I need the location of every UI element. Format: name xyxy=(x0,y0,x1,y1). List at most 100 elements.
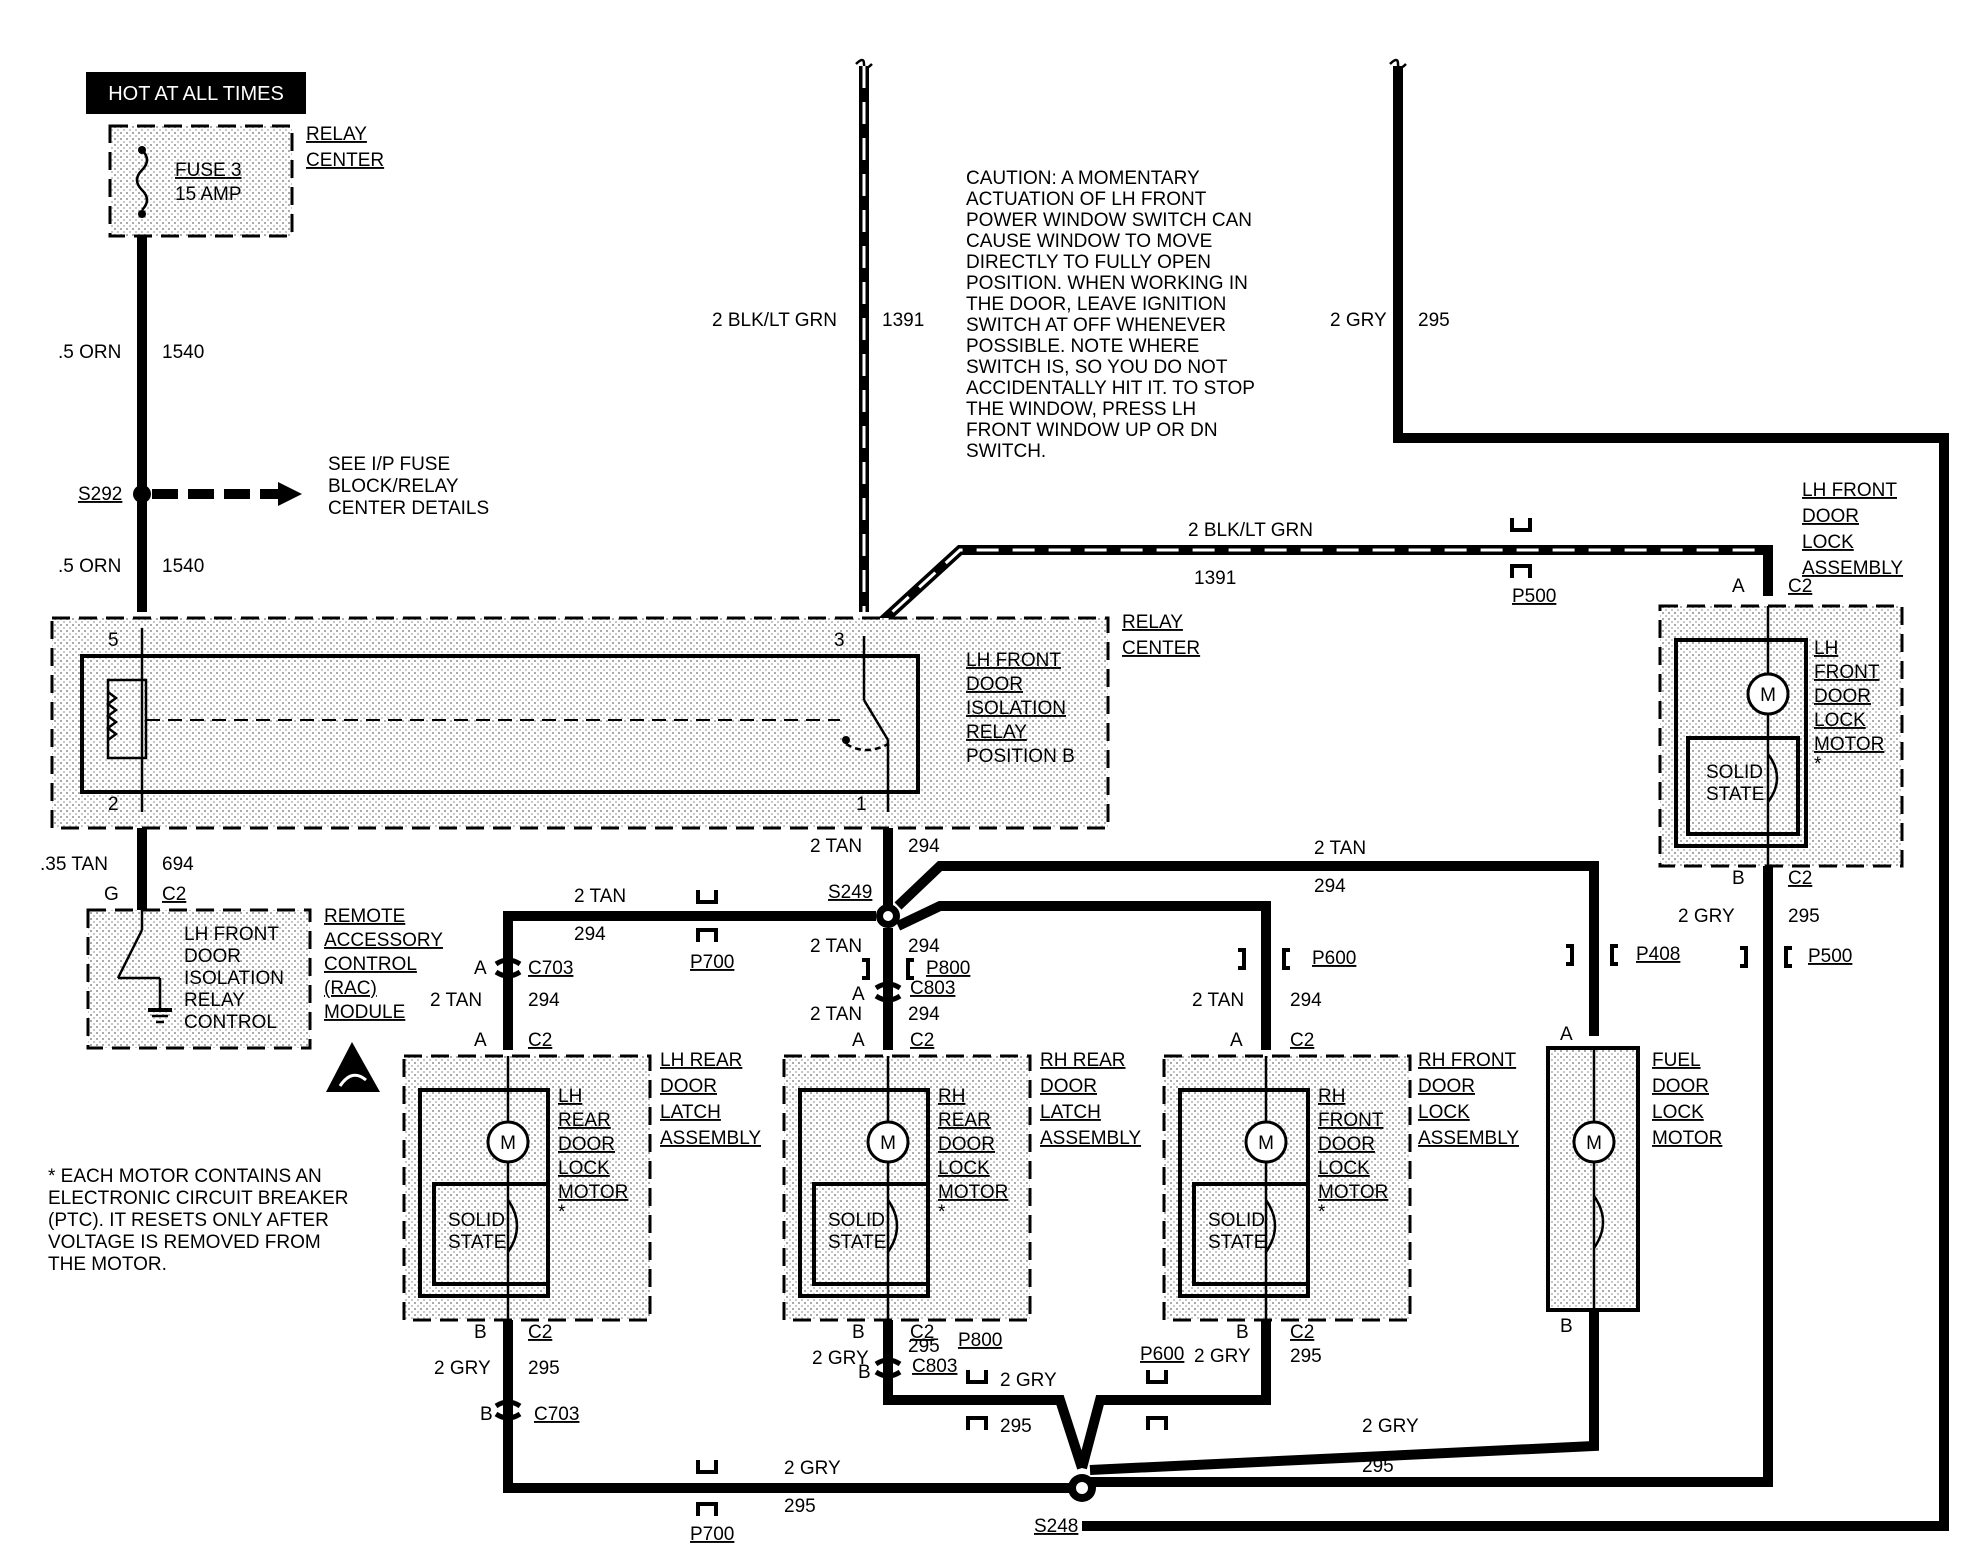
wire-gry-fuel-num: 295 xyxy=(1362,1456,1394,1477)
rhr-motor-1: RH xyxy=(938,1086,965,1107)
rhf-label-4: ASSEMBLY xyxy=(1418,1128,1519,1149)
wire-294-rf xyxy=(895,901,1271,1050)
wire-295-lhf xyxy=(1082,866,1773,1487)
rhf-conn-a: C2 xyxy=(1290,1030,1314,1051)
svg-text:M: M xyxy=(1586,1133,1602,1154)
lhr-motor-2: REAR xyxy=(558,1110,611,1131)
lhf-solid-2: STATE xyxy=(1706,784,1764,805)
svg-text:POSITION. WHEN WORKING IN: POSITION. WHEN WORKING IN xyxy=(966,273,1248,294)
conn-c703-top: C703 xyxy=(528,958,573,979)
rhr-motor-icon: M xyxy=(866,1120,910,1164)
rhf-pin-b: B xyxy=(1236,1322,1249,1343)
svg-text:(PTC). IT RESETS ONLY AFTER: (PTC). IT RESETS ONLY AFTER xyxy=(48,1210,329,1231)
fuse-symbol xyxy=(135,149,149,211)
rac-pin-g: G xyxy=(104,884,119,905)
wire-orn-2: .5 ORN xyxy=(58,556,121,577)
wire-gry-bottom: 2 GRY xyxy=(784,1458,841,1479)
rhr-pin-b: B xyxy=(852,1322,865,1343)
lhr-solid-2: STATE xyxy=(448,1232,506,1253)
rac-label-1: REMOTE xyxy=(324,906,405,927)
relay-name-3: ISOLATION xyxy=(966,698,1066,719)
conn-p700-bottom: P700 xyxy=(690,1524,734,1545)
wire-295-fuel xyxy=(1089,1310,1599,1475)
fuse-box: FUSE 3 15 AMP xyxy=(108,124,294,238)
rhf-motor-icon: M xyxy=(1244,1120,1288,1164)
wire-gry-lhf: 2 GRY xyxy=(1678,906,1735,927)
rac-inner-2: DOOR xyxy=(184,946,241,967)
svg-text:M: M xyxy=(880,1133,896,1154)
lhr-pin-b: B xyxy=(474,1322,487,1343)
wire-294-left xyxy=(503,911,876,1050)
conn-p800-bottom: P800 xyxy=(958,1330,1002,1351)
wire-tan-rf-num: 294 xyxy=(1290,990,1322,1011)
conn-p600-bottom: P600 xyxy=(1140,1344,1184,1365)
wire-gry-fuel: 2 GRY xyxy=(1362,1416,1419,1437)
rhf-motor-2: FRONT xyxy=(1318,1110,1384,1131)
wire-orn-1-num: 1540 xyxy=(162,342,204,363)
svg-text:* EACH MOTOR CONTAINS AN: * EACH MOTOR CONTAINS AN xyxy=(48,1166,322,1187)
rhr-label-1: RH REAR xyxy=(1040,1050,1126,1071)
rac-conn: C2 xyxy=(162,884,186,905)
relay-name-1: LH FRONT xyxy=(966,650,1061,671)
wire-294-top xyxy=(894,861,1599,1036)
rac-label-3: CONTROL xyxy=(324,954,417,975)
lhf-pin-b: B xyxy=(1732,868,1745,889)
lhf-motor-label-5: MOTOR xyxy=(1814,734,1884,755)
pin-b-c803: B xyxy=(858,1362,871,1383)
lhf-motor-label-2: FRONT xyxy=(1814,662,1880,683)
see-note-1: SEE I/P FUSE xyxy=(328,454,450,475)
rhr-label-3: LATCH xyxy=(1040,1102,1101,1123)
rhr-motor-2: REAR xyxy=(938,1110,991,1131)
wire-295-outer xyxy=(1082,66,1949,1531)
wire-tan-mid-2-num: 294 xyxy=(908,1004,940,1025)
fuel-label-1: FUEL xyxy=(1652,1050,1701,1071)
wire-tan-mid-2: 2 TAN xyxy=(810,1004,862,1025)
lhf-pin-a: A xyxy=(1732,576,1745,597)
esd-warning-icon xyxy=(326,1042,380,1092)
see-note-2: BLOCK/RELAY xyxy=(328,476,459,497)
lhf-conn-b: C2 xyxy=(1788,868,1812,889)
svg-text:CAUSE WINDOW TO MOVE: CAUSE WINDOW TO MOVE xyxy=(966,231,1212,252)
hot-at-all-times-banner xyxy=(86,72,306,114)
relay-name-4: RELAY xyxy=(966,722,1027,743)
relay-pin-1: 1 xyxy=(856,794,867,815)
wire-tan-main-num: 294 xyxy=(908,836,940,857)
wire-tan-rf: 2 TAN xyxy=(1192,990,1244,1011)
lhf-label-4: ASSEMBLY xyxy=(1802,558,1903,579)
lhr-motor-6: * xyxy=(558,1202,566,1223)
conn-p500-top: P500 xyxy=(1512,586,1556,607)
lhf-motor-label-1: LH xyxy=(1814,638,1838,659)
lhr-motor-1: LH xyxy=(558,1086,582,1107)
lhf-conn-a: C2 xyxy=(1788,576,1812,597)
relay-switch-contact xyxy=(862,699,890,741)
wire-tan-main: 2 TAN xyxy=(810,836,862,857)
wire-gry-top-num: 295 xyxy=(1418,310,1450,331)
relay-pin-5: 5 xyxy=(108,630,119,651)
hot-at-all-times-label: HOT AT ALL TIMES xyxy=(108,83,284,105)
wire-blk-run-num: 1391 xyxy=(1194,568,1236,589)
svg-text:ACTUATION OF LH FRONT: ACTUATION OF LH FRONT xyxy=(966,189,1207,210)
conn-p500-right: P500 xyxy=(1808,946,1852,967)
lhr-motor-icon: M xyxy=(486,1120,530,1164)
wire-blk-top: 2 BLK/LT GRN xyxy=(712,310,837,331)
footnote: * EACH MOTOR CONTAINS AN ELECTRONIC CIRC… xyxy=(48,1166,349,1275)
fuse-location-1: RELAY xyxy=(306,124,367,145)
rhr-motor-3: DOOR xyxy=(938,1134,995,1155)
rhf-motor-5: MOTOR xyxy=(1318,1182,1388,1203)
wire-tan-top-num: 294 xyxy=(1314,876,1346,897)
rhr-pin-a: A xyxy=(852,1030,865,1051)
rhf-label-2: DOOR xyxy=(1418,1076,1475,1097)
lhr-solid-1: SOLID xyxy=(448,1210,505,1231)
svg-text:CAUTION: A MOMENTARY: CAUTION: A MOMENTARY xyxy=(966,168,1200,189)
wire-tan-left: 2 TAN xyxy=(574,886,626,907)
caution-note: CAUTION: A MOMENTARY ACTUATION OF LH FRO… xyxy=(966,168,1255,462)
fuse-location-2: CENTER xyxy=(306,150,384,171)
rhf-motor-3: DOOR xyxy=(1318,1134,1375,1155)
rac-label-4: (RAC) xyxy=(324,978,377,999)
lhr-motor-4: LOCK xyxy=(558,1158,610,1179)
conn-c703-bottom: C703 xyxy=(534,1404,579,1425)
svg-text:THE MOTOR.: THE MOTOR. xyxy=(48,1254,167,1275)
see-arrow-head xyxy=(278,482,302,506)
wire-blk-top-num: 1391 xyxy=(882,310,924,331)
rhr-label-4: ASSEMBLY xyxy=(1040,1128,1141,1149)
